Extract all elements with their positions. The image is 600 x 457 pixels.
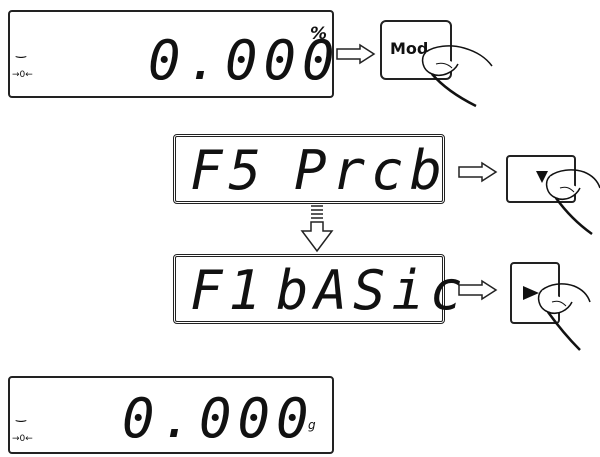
finger-press-mod-icon bbox=[414, 40, 504, 110]
menu-f1-name: bASic bbox=[276, 264, 469, 318]
bottom-display-value: 0.000 bbox=[122, 392, 315, 446]
bottom-display: ‿ →0← 0.000 g bbox=[8, 376, 334, 454]
menu-f5-name: Prcb bbox=[294, 144, 448, 198]
menu-display-f1: F1 bASic bbox=[173, 254, 445, 324]
menu-f5-code: F5 bbox=[190, 144, 267, 198]
menu-f1-code: F1 bbox=[190, 264, 267, 318]
stable-indicator-icon: ‿ bbox=[16, 44, 26, 58]
menu-display-f5: F5 Prcb bbox=[173, 134, 445, 204]
stable-indicator-icon: ‿ bbox=[16, 408, 26, 422]
bottom-display-unit: g bbox=[308, 418, 316, 432]
transition-down-arrow bbox=[301, 205, 333, 253]
top-display: ‿ →0← 0.000 % bbox=[8, 10, 334, 98]
flow-arrow-to-down-key bbox=[458, 162, 498, 182]
flow-arrow-to-mod bbox=[336, 44, 376, 64]
zero-indicator-icon: →0← bbox=[12, 434, 33, 444]
top-display-unit: % bbox=[310, 24, 327, 44]
zero-indicator-icon: →0← bbox=[12, 70, 33, 80]
flow-arrow-to-enter-key bbox=[458, 280, 498, 300]
finger-press-down-icon bbox=[540, 166, 600, 246]
finger-press-enter-icon bbox=[532, 280, 598, 360]
